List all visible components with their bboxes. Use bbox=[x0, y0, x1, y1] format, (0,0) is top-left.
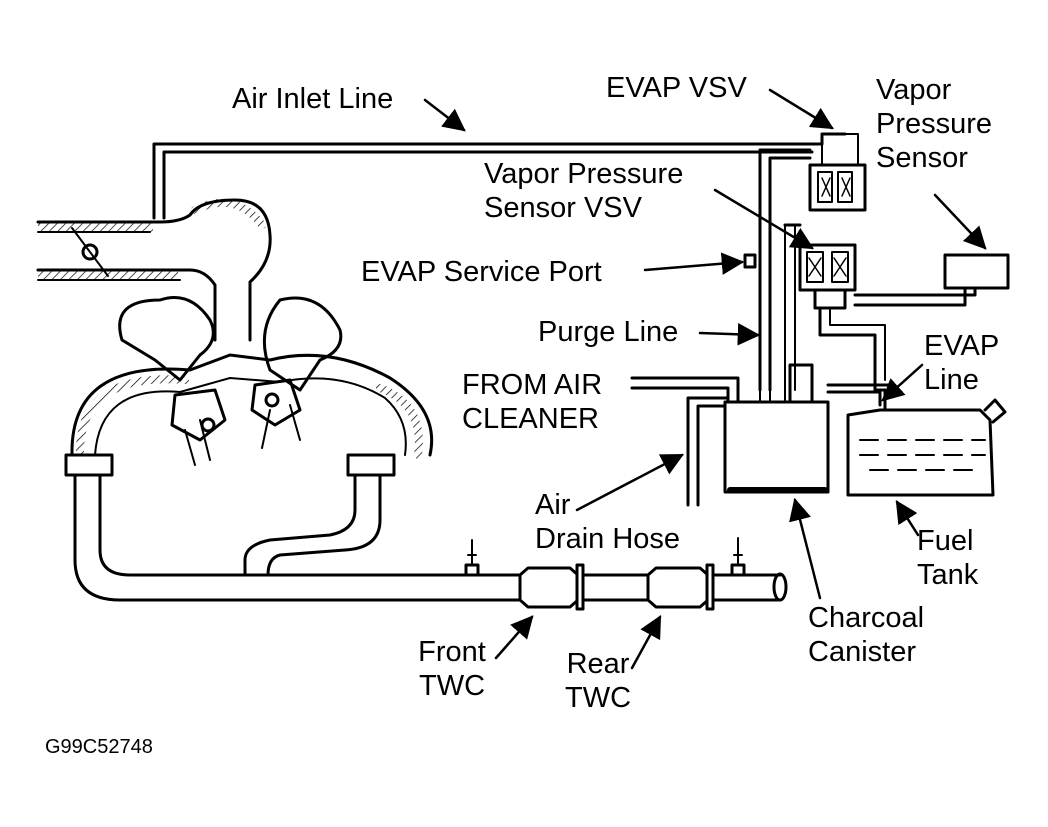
air-drain-hose bbox=[686, 396, 730, 507]
fuel-tank bbox=[846, 398, 1007, 497]
left-piston bbox=[170, 388, 227, 442]
figure-code: G99C52748 bbox=[45, 736, 153, 758]
label-fuel-tank-1: Fuel bbox=[917, 525, 974, 557]
label-vapor-pressure-sensor-1: Vapor bbox=[876, 74, 952, 106]
purge-line-pipe bbox=[758, 148, 812, 392]
label-vapor-pressure-sensor-2: Pressure bbox=[876, 108, 993, 140]
label-front-twc-1: Front bbox=[418, 636, 486, 668]
label-fuel-tank-2: Tank bbox=[917, 559, 979, 591]
charcoal-canister bbox=[723, 363, 830, 494]
evap-service-port bbox=[743, 253, 757, 269]
label-air-inlet-line: Air Inlet Line bbox=[232, 83, 394, 115]
label-air-drain-hose-1: Air bbox=[535, 489, 571, 521]
label-charcoal-canister-1: Charcoal bbox=[808, 602, 925, 634]
label-rear-twc-1: Rear bbox=[566, 648, 630, 680]
leader-arrows bbox=[423, 88, 987, 670]
exhaust-system bbox=[64, 453, 788, 611]
rear-twc bbox=[646, 566, 710, 609]
label-rear-twc-2: TWC bbox=[564, 682, 632, 714]
label-evap-line-2: Line bbox=[924, 364, 979, 396]
air-inlet-line-pipe-inner bbox=[162, 150, 814, 220]
label-evap-vsv: EVAP VSV bbox=[606, 72, 747, 104]
label-air-drain-hose-2: Drain Hose bbox=[535, 523, 681, 555]
evap-line-pipe bbox=[826, 383, 892, 407]
right-cylinder-head bbox=[262, 296, 343, 392]
front-twc bbox=[518, 566, 580, 609]
label-evap-line-1: EVAP bbox=[924, 330, 1000, 362]
label-from-air-cleaner-1: FROM AIR bbox=[462, 369, 603, 401]
label-from-air-cleaner-2: CLEANER bbox=[462, 403, 599, 435]
label-vapor-pressure-sensor-vsv-1: Vapor Pressure bbox=[484, 158, 684, 190]
intake-duct bbox=[36, 198, 272, 342]
label-charcoal-canister-2: Canister bbox=[808, 636, 916, 668]
label-vapor-pressure-sensor-3: Sensor bbox=[876, 142, 968, 174]
right-piston bbox=[250, 378, 302, 427]
label-evap-service-port: EVAP Service Port bbox=[361, 256, 602, 288]
left-cylinder-head bbox=[118, 296, 215, 382]
engine bbox=[70, 296, 434, 466]
label-front-twc-2: TWC bbox=[418, 670, 486, 702]
label-vapor-pressure-sensor-vsv-2: Sensor VSV bbox=[484, 192, 642, 224]
vapor-pressure-sensor-vsv bbox=[798, 243, 857, 310]
label-purge-line: Purge Line bbox=[538, 316, 679, 348]
evap-vsv bbox=[808, 133, 867, 212]
throttle-valve bbox=[81, 243, 99, 261]
vapor-pressure-sensor bbox=[943, 253, 1010, 290]
